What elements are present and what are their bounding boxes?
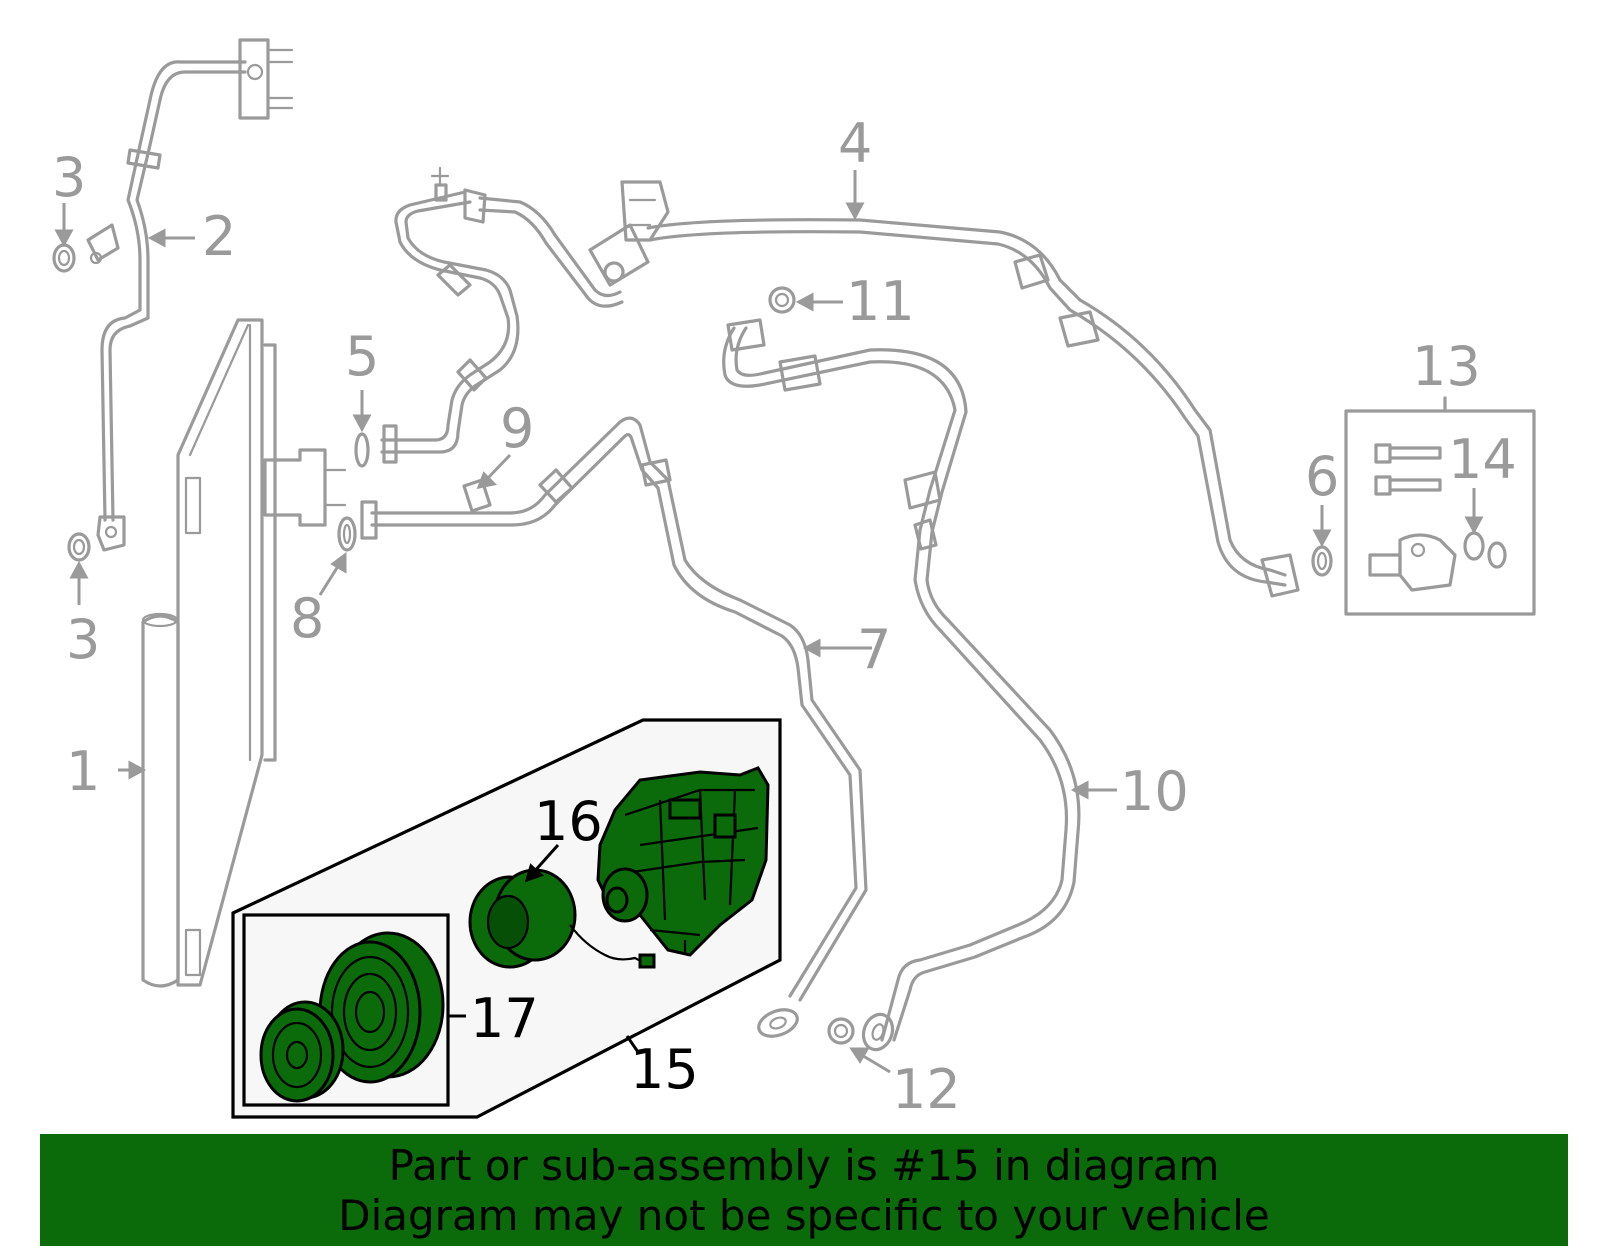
- leader-16: [524, 844, 560, 883]
- condenser: [141, 318, 347, 988]
- callout-4: 4: [838, 112, 872, 175]
- callout-17: 17: [470, 987, 539, 1050]
- compressor: [596, 766, 770, 957]
- clutch-pulley-hub: [259, 931, 445, 1103]
- o-ring-8: [337, 516, 357, 552]
- callout-6: 6: [1305, 445, 1339, 508]
- o-ring-12: [827, 1017, 855, 1045]
- line-5: [380, 166, 520, 464]
- callout-5: 5: [345, 325, 379, 388]
- banner-line-1: Part or sub-assembly is #15 in diagram: [388, 1141, 1220, 1190]
- o-ring-5: [354, 432, 370, 468]
- callout-10: 10: [1120, 760, 1189, 823]
- line-10-11: [722, 318, 1081, 1052]
- leader-lines: [54, 170, 1484, 1074]
- line-2: [86, 38, 294, 552]
- callout-14: 14: [1448, 428, 1517, 491]
- o-ring-3-top: [52, 243, 76, 273]
- callout-7: 7: [857, 618, 891, 681]
- callout-12: 12: [892, 1058, 961, 1121]
- o-ring-11: [768, 286, 796, 314]
- callout-15: 15: [630, 1038, 699, 1101]
- callout-1: 1: [66, 740, 100, 803]
- callout-11: 11: [846, 270, 915, 333]
- o-ring-3-bottom: [67, 532, 91, 562]
- o-ring-6: [1311, 545, 1333, 577]
- callout-13: 13: [1412, 335, 1481, 398]
- banner-line-2: Diagram may not be specific to your vehi…: [338, 1191, 1270, 1240]
- line-4-suction: [478, 180, 1300, 598]
- callout-8: 8: [290, 587, 324, 650]
- callout-3-top: 3: [52, 146, 86, 209]
- info-banner: Part or sub-assembly is #15 in diagram D…: [40, 1134, 1568, 1246]
- line-7-9: [360, 416, 868, 1038]
- callout-9: 9: [500, 397, 534, 460]
- callout-16: 16: [534, 790, 603, 853]
- valve-kit-box: [1344, 396, 1536, 616]
- callout-3-bottom: 3: [66, 608, 100, 671]
- callout-2: 2: [202, 205, 236, 268]
